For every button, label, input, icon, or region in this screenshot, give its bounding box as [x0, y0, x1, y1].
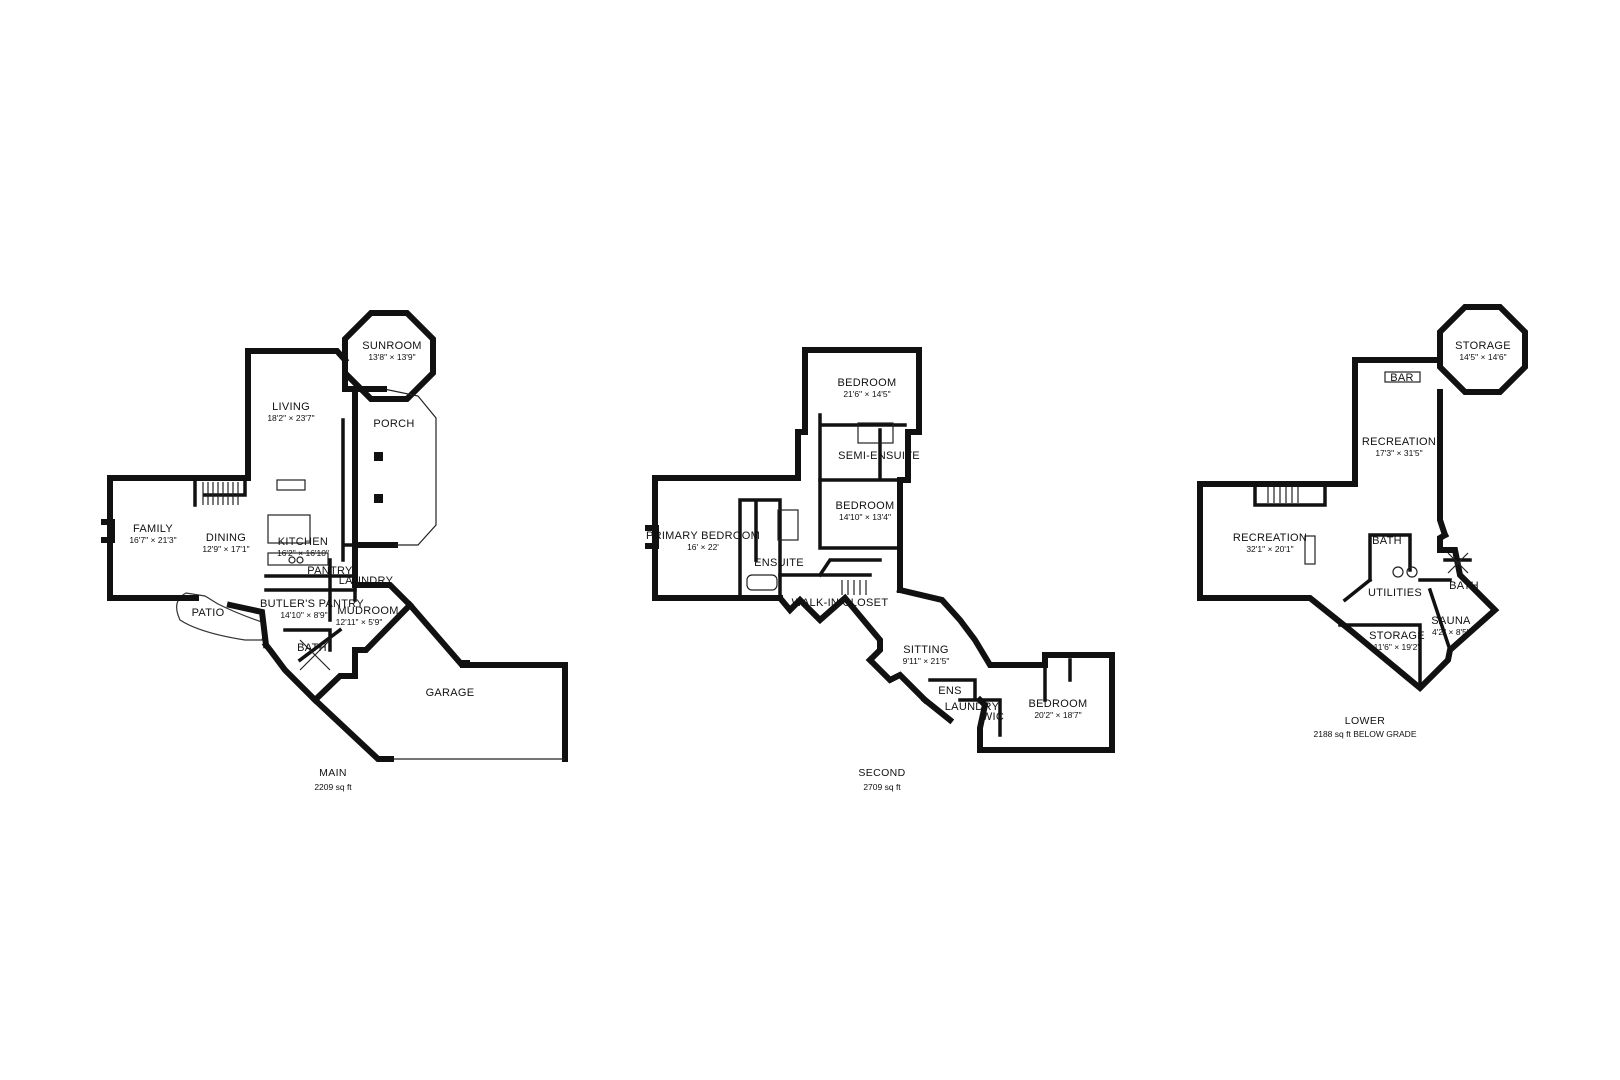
room-label: SUNROOM — [362, 340, 422, 352]
room-label: WALK-IN CLOSET — [792, 597, 889, 609]
room-dimensions: 4'2" × 8'5" — [1432, 627, 1470, 637]
room-dimensions: 21'6" × 14'5" — [843, 389, 890, 399]
room-label: UTILITIES — [1368, 587, 1422, 599]
room-label: BATH — [297, 642, 327, 654]
floor-name: MAIN — [319, 767, 347, 779]
floor-area: 2209 sq ft — [314, 782, 352, 792]
room-dimensions: 14'10" × 13'4" — [839, 512, 891, 522]
room-dimensions: 20'2" × 18'7" — [1034, 710, 1081, 720]
room-label: PANTRY — [307, 565, 353, 577]
room-label: KITCHEN — [278, 536, 328, 548]
floor-area: 2709 sq ft — [863, 782, 901, 792]
floor-name: LOWER — [1345, 715, 1386, 727]
room-label: PORCH — [373, 418, 414, 430]
room-label: RECREATION — [1362, 436, 1436, 448]
room-dimensions: 16' × 22' — [687, 542, 719, 552]
second-floor-plan — [645, 347, 1115, 753]
room-label: ENS — [938, 685, 962, 697]
room-dimensions: 32'1" × 20'1" — [1246, 544, 1293, 554]
room-label: PRIMARY BEDROOM — [646, 530, 760, 542]
room-label: PATIO — [192, 607, 225, 619]
room-label: LAUNDRY — [945, 701, 1000, 713]
room-dimensions: 16'2" × 16'10" — [277, 548, 329, 558]
room-label: BATH — [1449, 580, 1479, 592]
room-label: BEDROOM — [1029, 698, 1088, 710]
room-label: LAUNDRY — [339, 575, 394, 587]
room-label: SEMI-ENSUITE — [838, 450, 920, 462]
room-label: ENSUITE — [754, 557, 804, 569]
room-dimensions: 13'8" × 13'9" — [368, 352, 415, 362]
room-label: STORAGE — [1455, 340, 1511, 352]
room-label: BATH — [1372, 535, 1402, 547]
room-label: LIVING — [272, 401, 310, 413]
room-label: SAUNA — [1431, 615, 1471, 627]
room-label: RECREATION — [1233, 532, 1307, 544]
room-dimensions: 12'9" × 17'1" — [202, 544, 249, 554]
room-label: BAR — [1390, 372, 1414, 384]
room-dimensions: 11'6" × 19'2" — [1374, 642, 1421, 652]
room-dimensions: 14'10" × 8'9" — [280, 610, 327, 620]
lower-floor-plan — [1197, 304, 1528, 693]
room-label: BEDROOM — [836, 500, 895, 512]
room-label: DINING — [206, 532, 246, 544]
floor-area: 2188 sq ft BELOW GRADE — [1314, 729, 1417, 739]
room-dimensions: 17'3" × 31'5" — [1375, 448, 1422, 458]
room-dimensions: 18'2" × 23'7" — [267, 413, 314, 423]
floor-name: SECOND — [858, 767, 905, 779]
room-label: FAMILY — [133, 523, 173, 535]
room-label: GARAGE — [426, 687, 475, 699]
room-label: BEDROOM — [838, 377, 897, 389]
room-label: SITTING — [903, 644, 949, 656]
room-label: MUDROOM — [337, 605, 398, 617]
room-label: BUTLER'S PANTRY — [260, 598, 364, 610]
room-dimensions: 9'11" × 21'5" — [903, 656, 950, 666]
main-floor-plan — [101, 310, 568, 762]
room-label: STORAGE — [1369, 630, 1425, 642]
room-dimensions: 14'5" × 14'6" — [1459, 352, 1506, 362]
room-dimensions: 16'7" × 21'3" — [129, 535, 176, 545]
room-dimensions: 12'11" × 5'9" — [336, 617, 383, 627]
room-label: WIC — [982, 711, 1004, 723]
